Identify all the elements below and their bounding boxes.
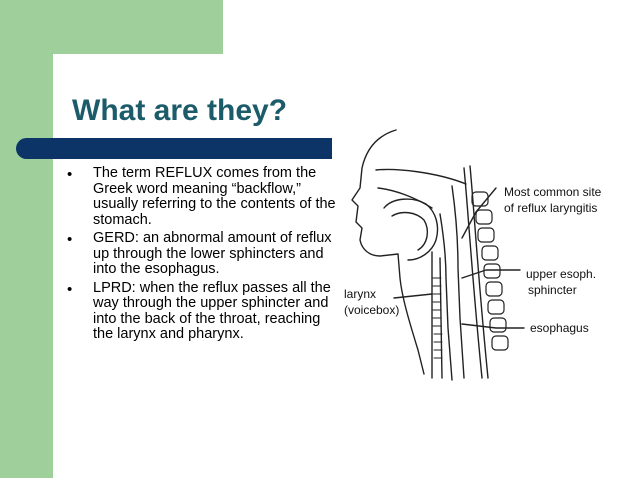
slide-title: What are they? xyxy=(72,94,288,127)
label-upper-esoph-line2: sphincter xyxy=(528,283,577,297)
bullet-text: LPRD: when the reflux passes all the way… xyxy=(93,279,331,342)
bullet-text: GERD: an abnormal amount of reflux up th… xyxy=(93,230,332,277)
bullet-item: • The term REFLUX comes from the Greek w… xyxy=(66,165,338,228)
bullet-item: • LPRD: when the reflux passes all the w… xyxy=(66,279,338,343)
title-underline-bar xyxy=(16,138,332,159)
left-accent-bar xyxy=(0,0,53,478)
pointer-upper-sphincter xyxy=(461,269,521,279)
bullet-item: • GERD: an abnormal amount of reflux up … xyxy=(66,230,338,278)
label-larynx-line2: (voicebox) xyxy=(344,303,399,317)
bullet-list: • The term REFLUX comes from the Greek w… xyxy=(66,165,338,346)
head-neck-drawing xyxy=(351,129,525,381)
label-most-common-line1: Most common site xyxy=(504,185,602,199)
bullet-dot-icon: • xyxy=(67,231,73,248)
bullet-text: The term REFLUX comes from the Greek wor… xyxy=(93,165,336,228)
throat-anatomy-diagram: Most common site of reflux laryngitis up… xyxy=(344,129,602,381)
label-esophagus: esophagus xyxy=(530,321,589,335)
bullet-dot-icon: • xyxy=(67,166,73,183)
pointer-esophagus xyxy=(461,323,525,329)
top-accent-bar xyxy=(0,0,223,54)
bullet-dot-icon: • xyxy=(67,280,73,298)
pointer-larynx xyxy=(393,293,433,299)
label-upper-esoph-line1: upper esoph. xyxy=(526,267,596,281)
label-most-common-line2: of reflux laryngitis xyxy=(504,201,597,215)
label-larynx-line1: larynx xyxy=(344,287,376,301)
content-corner xyxy=(53,54,93,94)
pointer-most-common-site xyxy=(461,187,497,239)
